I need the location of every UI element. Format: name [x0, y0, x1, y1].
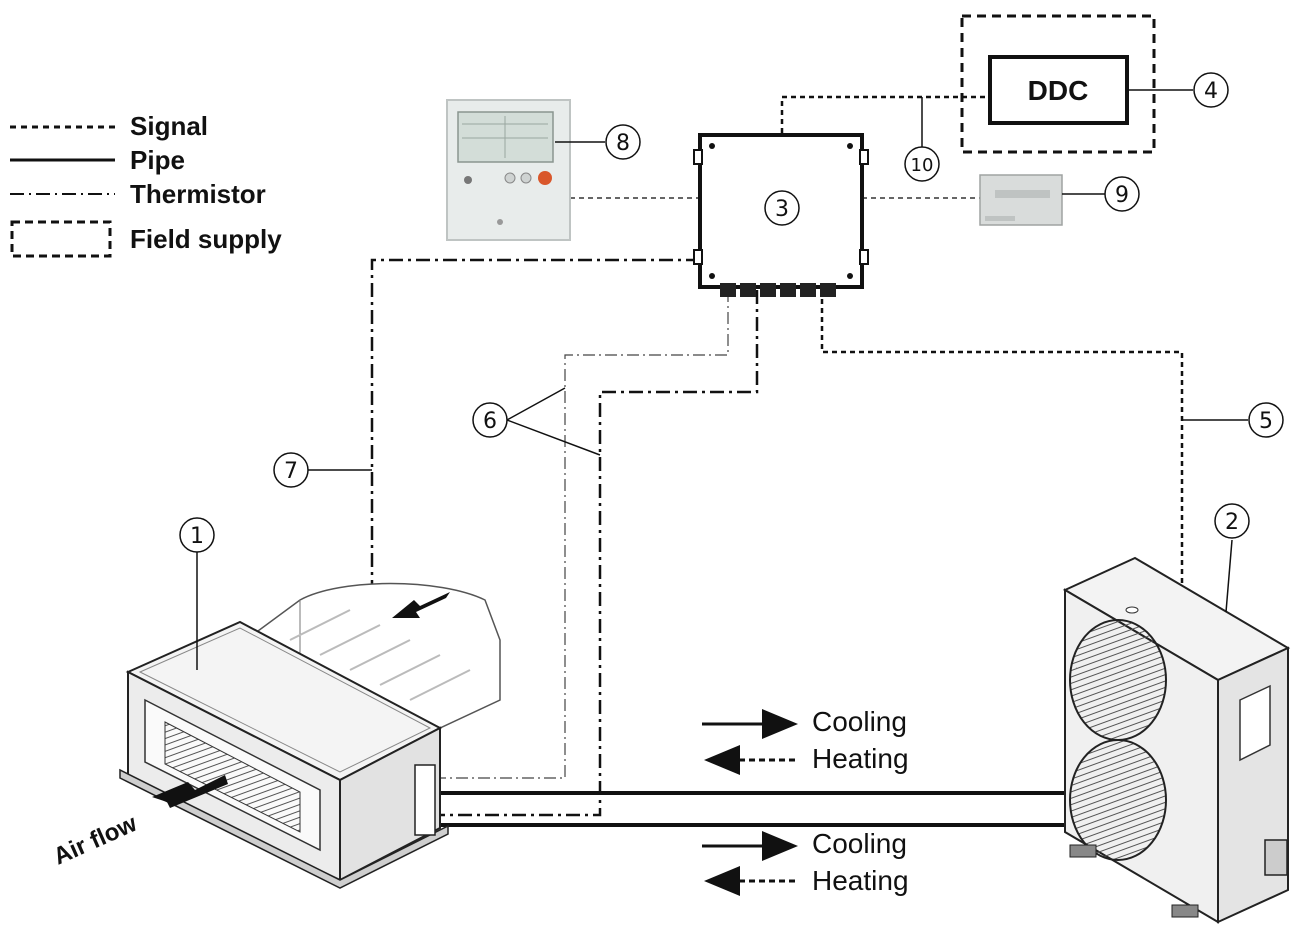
signal-line-3-outdoor — [820, 290, 1184, 590]
outdoor-unit — [1062, 556, 1291, 924]
callout-9: 9 — [1104, 176, 1140, 212]
legend-signal-label: Signal — [130, 111, 208, 141]
svg-text:9: 9 — [1115, 183, 1129, 208]
callout-6: 6 — [472, 402, 508, 438]
ddc-box — [988, 55, 1129, 125]
flow-top-heating-label: Heating — [812, 743, 909, 774]
field-supply-area: DDC — [960, 14, 1156, 154]
wired-remote-controller — [446, 99, 571, 241]
legend-field-supply-box — [10, 220, 112, 258]
svg-text:5: 5 — [1259, 409, 1273, 434]
legend-pipe-label: Pipe — [130, 145, 185, 175]
callout-7: 7 — [273, 452, 309, 488]
svg-text:3: 3 — [775, 197, 789, 222]
svg-text:2: 2 — [1225, 510, 1239, 535]
svg-text:1: 1 — [190, 524, 204, 549]
indoor-duct-unit — [119, 582, 501, 889]
wiring — [366, 95, 1184, 817]
callout-8: 8 — [605, 124, 641, 160]
controller-button — [464, 176, 472, 184]
flow-top-cooling-label: Cooling — [812, 706, 907, 737]
service-valve — [1264, 839, 1288, 876]
cable-glands — [720, 283, 836, 297]
thermistor-line-7 — [370, 258, 700, 622]
refrigerant-pipes — [430, 791, 1068, 827]
callouts: 1 2 3 4 5 6 7 8 — [179, 72, 1284, 553]
thermistor-line-6b — [430, 290, 759, 817]
controller-logo — [497, 219, 503, 225]
callout-3: 3 — [764, 190, 800, 226]
svg-text:6: 6 — [483, 409, 497, 434]
callout-1: 1 — [179, 517, 215, 553]
signal-line-3-ddc — [780, 95, 990, 133]
air-flow-label: Air flow — [49, 810, 141, 871]
interface-module — [979, 174, 1063, 226]
outdoor-fan-upper — [1069, 619, 1167, 741]
flow-bottom-cooling-label: Cooling — [812, 828, 907, 859]
pipe-connection-port — [414, 764, 436, 836]
svg-text:7: 7 — [284, 459, 298, 484]
thermistor-line-6a — [430, 290, 729, 779]
flow-bottom-heating-label: Heating — [812, 865, 909, 896]
svg-text:10: 10 — [911, 155, 934, 176]
outdoor-fan-lower — [1069, 739, 1167, 861]
callout-2: 2 — [1214, 503, 1250, 539]
legend-thermistor-label: Thermistor — [130, 179, 266, 209]
svg-text:8: 8 — [616, 131, 630, 156]
return-air-arrow-icon — [392, 592, 450, 618]
air-flow-arrows — [152, 592, 450, 808]
ddc-label: DDC — [1028, 75, 1089, 106]
controller-button — [520, 172, 532, 184]
controller-button — [504, 172, 516, 184]
supply-air-arrow-icon — [152, 775, 228, 808]
callout-10: 10 — [904, 146, 940, 182]
controller-power-button — [538, 171, 552, 185]
callout-5: 5 — [1248, 402, 1284, 438]
callout-4: 4 — [1193, 72, 1229, 108]
legend-field-supply-label: Field supply — [130, 224, 282, 254]
flow-indicators: Cooling Heating Cooling Heating — [702, 706, 909, 896]
svg-text:4: 4 — [1204, 79, 1218, 104]
legend: Signal Pipe Thermistor Field supply — [10, 111, 282, 258]
